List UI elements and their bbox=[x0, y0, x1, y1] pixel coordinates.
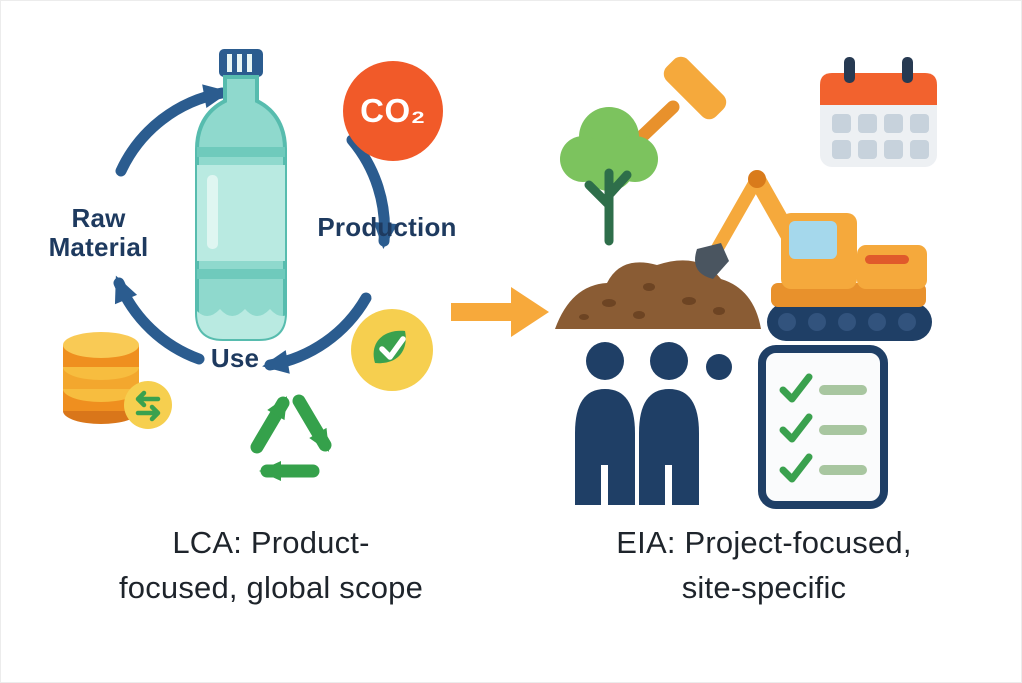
lifecycle-arrows-icon bbox=[113, 84, 398, 374]
right-arrow-icon bbox=[451, 287, 549, 337]
calendar-icon bbox=[820, 57, 937, 167]
stage-label-raw-material: Raw Material bbox=[48, 203, 149, 263]
lca-caption-line2: focused, global scope bbox=[118, 569, 424, 605]
lca-caption: LCA: Product- focused, global scope bbox=[61, 521, 481, 611]
people-group-icon bbox=[575, 342, 732, 505]
coins-stack-icon bbox=[63, 332, 172, 429]
co2-badge: CO₂ bbox=[343, 61, 443, 161]
excavator-icon bbox=[695, 170, 932, 341]
checklist-clipboard-icon bbox=[758, 345, 888, 509]
eia-caption: EIA: Project-focused, site-specific bbox=[549, 521, 979, 611]
eia-caption-line2: site-specific bbox=[681, 569, 847, 605]
plastic-bottle-icon bbox=[195, 49, 287, 341]
co2-badge-label: CO₂ bbox=[360, 92, 426, 129]
lca-caption-line1: LCA: Product- bbox=[172, 525, 370, 560]
stage-label-use: Use bbox=[210, 343, 260, 373]
eco-check-icon bbox=[351, 309, 433, 391]
tree-icon bbox=[560, 107, 658, 246]
stage-label-production: Production bbox=[317, 212, 457, 242]
recycle-icon bbox=[250, 394, 332, 481]
eia-caption-line1: EIA: Project-focused, bbox=[616, 525, 912, 560]
